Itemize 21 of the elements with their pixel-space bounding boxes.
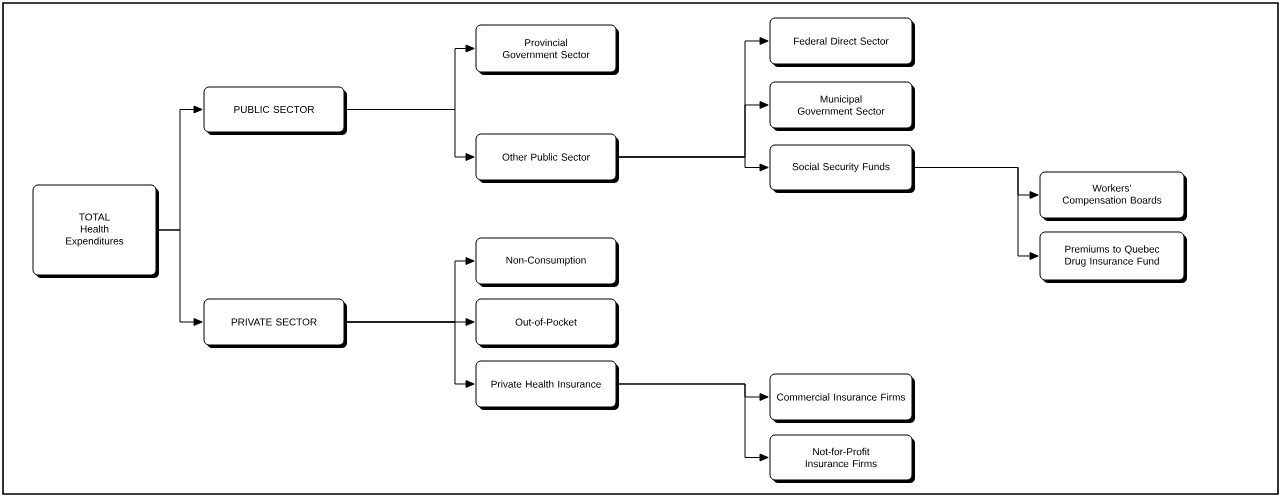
process-box: Provincial Government Sector xyxy=(475,24,619,75)
arrow xyxy=(912,167,1039,199)
process-box: Social Security Funds xyxy=(769,144,915,193)
process-box: Premiums to Quebec Drug Insurance Fund xyxy=(1039,231,1187,283)
process-box: Out-of-Pocket xyxy=(475,298,619,348)
process-box: Non-Consumption xyxy=(475,237,619,287)
arrow xyxy=(344,257,475,323)
process-box: Not-for-Profit Insurance Firms xyxy=(769,434,915,483)
process-box: Municipal Government Sector xyxy=(769,81,915,131)
arrow xyxy=(156,105,203,231)
process-box: Workers’ Compensation Boards xyxy=(1039,171,1187,221)
process-box: Other Public Sector xyxy=(475,133,619,183)
process-box: Federal Direct Sector xyxy=(769,17,915,67)
process-box: PRIVATE SECTOR xyxy=(203,298,347,348)
process-box: Commercial Insurance Firms xyxy=(769,373,915,423)
process-box: PUBLIC SECTOR xyxy=(203,86,347,135)
process-box: Private Health Insurance xyxy=(475,360,619,410)
process-box: TOTAL Health Expenditures xyxy=(32,184,159,278)
arrow xyxy=(344,44,475,110)
arrow xyxy=(616,383,769,401)
arrow xyxy=(616,37,769,158)
